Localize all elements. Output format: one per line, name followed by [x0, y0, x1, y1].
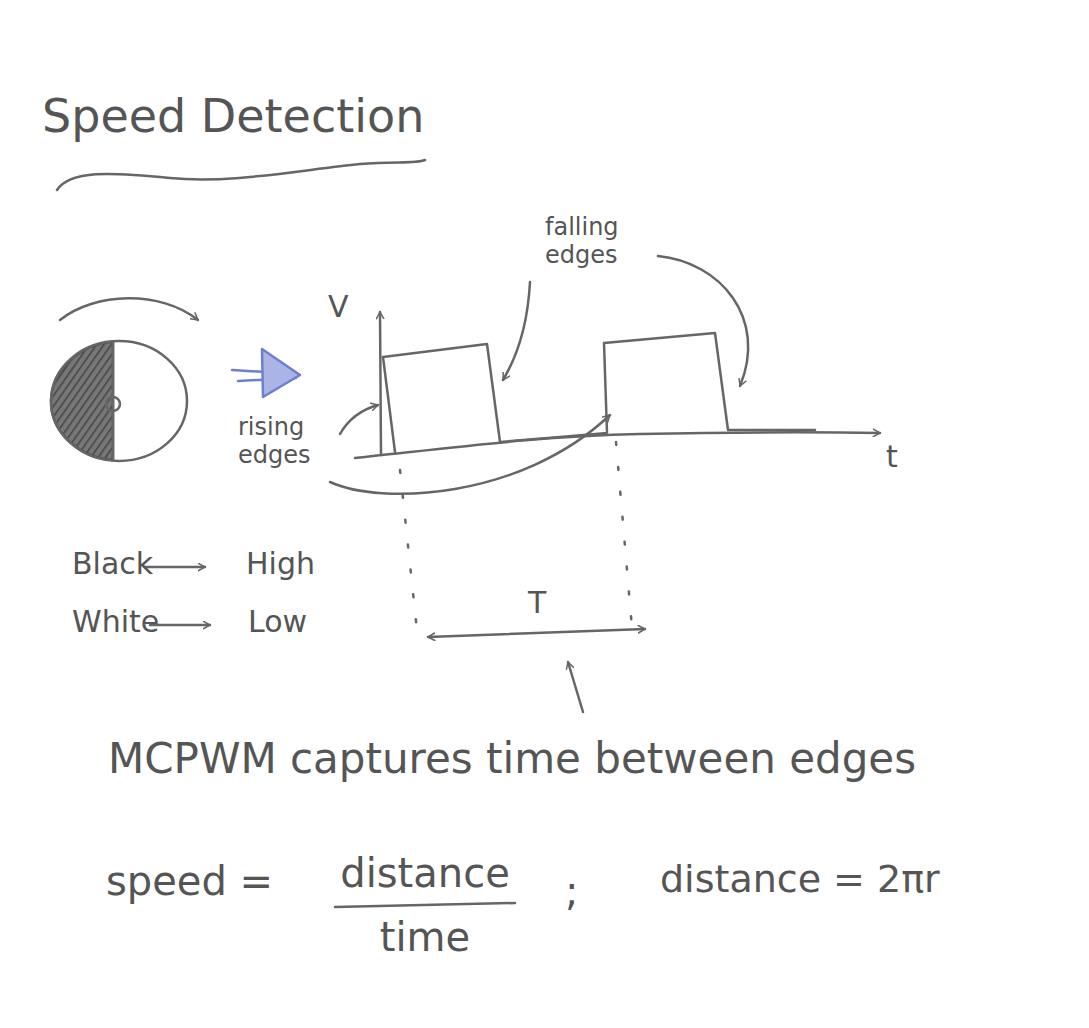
disc-black-half	[51, 342, 113, 460]
falling-edge-pointer	[503, 282, 530, 380]
equation: speed =	[106, 858, 273, 904]
disc-divider	[112, 342, 115, 460]
period-marker	[400, 470, 418, 640]
mapping-arrow	[145, 566, 205, 569]
voltage-axis	[380, 312, 381, 455]
disc-outline	[51, 341, 187, 461]
equation: time	[330, 914, 520, 960]
axis-label: V	[328, 290, 349, 325]
equation: distance = 2πr	[660, 858, 940, 902]
title-underline	[57, 160, 425, 190]
disc-hub	[106, 397, 120, 411]
square-wave	[383, 333, 815, 452]
fraction-bar	[335, 903, 515, 907]
legend-word: High	[246, 547, 315, 582]
axis-label: t	[886, 440, 898, 475]
rotation-arrow	[60, 298, 198, 320]
annotation: rising edges	[238, 414, 330, 469]
title: Speed Detection	[42, 90, 424, 143]
equation: distance	[330, 850, 520, 896]
annotation: falling edges	[545, 214, 655, 269]
legend-word: White	[72, 605, 159, 640]
pointer-arrow	[568, 662, 583, 712]
legend-word: Black	[72, 547, 153, 582]
period-marker	[616, 442, 632, 628]
period-arrow	[428, 629, 645, 637]
rising-edge-pointer	[330, 415, 610, 494]
note: MCPWM captures time between edges	[108, 735, 916, 783]
period-label: T	[528, 586, 546, 621]
time-axis	[355, 432, 880, 458]
sensor-arrow	[232, 349, 300, 397]
falling-edge-pointer	[658, 256, 748, 386]
equation: ;	[565, 868, 578, 914]
legend-word: Low	[248, 605, 307, 640]
rising-edge-pointer	[340, 405, 378, 434]
